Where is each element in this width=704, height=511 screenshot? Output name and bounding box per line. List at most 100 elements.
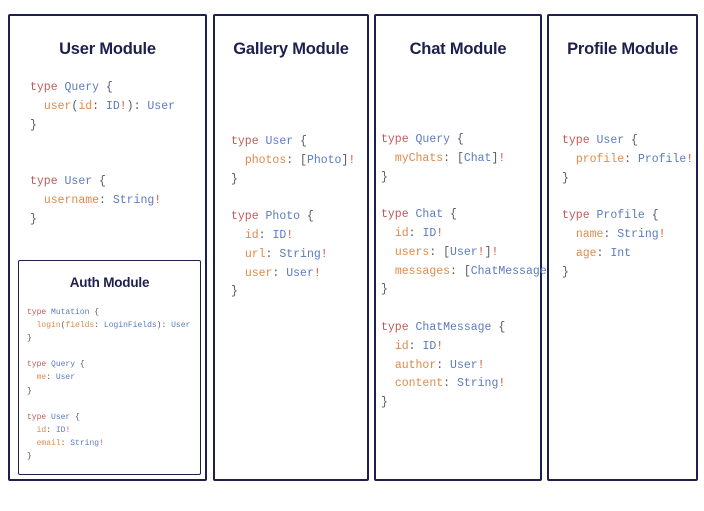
schema-code-user: type Query { user(id: ID!): User} type U… [30, 79, 175, 229]
module-panel-chat[interactable]: Chat Module type Query { myChats: [Chat]… [374, 14, 560, 481]
code-token [562, 153, 576, 166]
code-token [409, 321, 416, 334]
code-token: { [99, 81, 113, 94]
code-token [58, 175, 65, 188]
code-token: login [36, 321, 61, 331]
code-line: me: User [27, 371, 190, 384]
code-line [381, 300, 560, 319]
code-line: content: String! [381, 375, 560, 394]
code-token: myChats [394, 151, 444, 165]
code-token: id [36, 425, 47, 435]
code-token: Photo [265, 210, 301, 224]
code-line: type Query { [381, 131, 560, 150]
schema-code-gallery: type User { photos: [Photo]!} type Photo… [231, 133, 355, 302]
code-line: user(id: ID!): User [30, 98, 175, 117]
code-token: type [27, 308, 47, 317]
module-panel-user[interactable]: User Module type Query { user(id: ID!): … [8, 14, 207, 481]
code-token: ID [422, 226, 437, 240]
code-token: { [450, 133, 464, 146]
code-token: user [244, 266, 273, 280]
code-token: { [644, 209, 659, 223]
code-token: ID [105, 99, 120, 113]
code-token: : [46, 425, 56, 435]
module-panel-gallery[interactable]: Gallery Module type User { photos: [Phot… [213, 14, 369, 481]
module-title-auth: Auth Module [69, 275, 150, 290]
code-token: : [596, 246, 611, 260]
code-token: User [286, 266, 314, 280]
code-token: } [381, 396, 388, 410]
code-token: ChatMessage [415, 320, 492, 334]
code-token: ! [154, 193, 162, 207]
code-token: type [381, 320, 409, 334]
code-token: User [64, 174, 93, 188]
code-line: url: String! [231, 246, 355, 265]
code-token: type [231, 210, 259, 224]
code-token: : [408, 339, 423, 353]
code-token: ! [498, 377, 506, 391]
code-token [27, 439, 37, 448]
code-token: : [286, 153, 301, 167]
code-token [409, 208, 416, 221]
code-token: } [562, 171, 569, 185]
code-line: type Query { [30, 79, 175, 98]
code-token: ! [498, 151, 506, 165]
code-token [27, 426, 37, 435]
code-token: author [394, 358, 437, 372]
code-line: type User { [27, 411, 190, 424]
code-token: { [89, 308, 100, 317]
code-token: Query [64, 81, 100, 94]
code-line [30, 154, 175, 173]
module-title-gallery: Gallery Module [233, 40, 349, 58]
code-line: photos: [Photo]! [231, 152, 355, 171]
code-token: type [381, 208, 409, 222]
code-line: type Chat { [381, 206, 560, 225]
code-line: email: String! [27, 437, 190, 450]
code-token: Profile [596, 209, 645, 223]
code-token: ID [272, 228, 287, 242]
code-token [381, 227, 395, 240]
code-line [381, 187, 560, 206]
code-token: User [596, 134, 625, 147]
code-token: ] [341, 153, 349, 167]
code-token: ! [686, 152, 694, 166]
code-line: type User { [231, 133, 355, 152]
code-line: login(fields: LoginFields): User [27, 319, 191, 332]
code-token: ! [320, 247, 328, 261]
code-token: User [51, 412, 71, 422]
code-token: { [92, 174, 106, 188]
code-token: LoginFields [103, 321, 157, 331]
module-panel-auth[interactable]: Auth Module type Mutation { login(fields… [18, 260, 201, 475]
code-token [381, 377, 395, 390]
code-line: type ChatMessage { [381, 319, 560, 338]
code-token: : [92, 99, 106, 113]
code-token: String [456, 377, 499, 391]
code-token: profile [575, 152, 625, 166]
code-token: ( [71, 99, 79, 113]
code-token [231, 229, 245, 242]
code-token: id [394, 226, 409, 240]
code-line: age: Int [562, 245, 693, 264]
code-line: username: String! [30, 192, 175, 211]
code-token [231, 248, 245, 261]
code-line: } [231, 283, 355, 302]
code-token: { [293, 135, 307, 148]
module-panel-profile[interactable]: Profile Module type User { profile: Prof… [547, 14, 698, 481]
code-token: User [55, 373, 76, 383]
code-token: Chat [463, 151, 492, 165]
code-token: content [394, 377, 444, 391]
code-token: type [30, 174, 58, 188]
code-token: ChatMessage [470, 264, 547, 278]
code-token: id [78, 99, 93, 113]
code-token: messages [394, 264, 451, 278]
code-token [259, 135, 266, 148]
code-token: } [30, 118, 37, 132]
code-line: type Query { [27, 358, 190, 371]
schema-code-profile: type User { profile: Profile!} type Prof… [562, 132, 693, 282]
code-token: age [575, 246, 597, 260]
code-token: String [279, 247, 321, 261]
code-token [562, 228, 576, 241]
code-line: myChats: [Chat]! [381, 150, 560, 169]
code-token: [ [300, 153, 307, 167]
code-token: type [562, 209, 590, 223]
